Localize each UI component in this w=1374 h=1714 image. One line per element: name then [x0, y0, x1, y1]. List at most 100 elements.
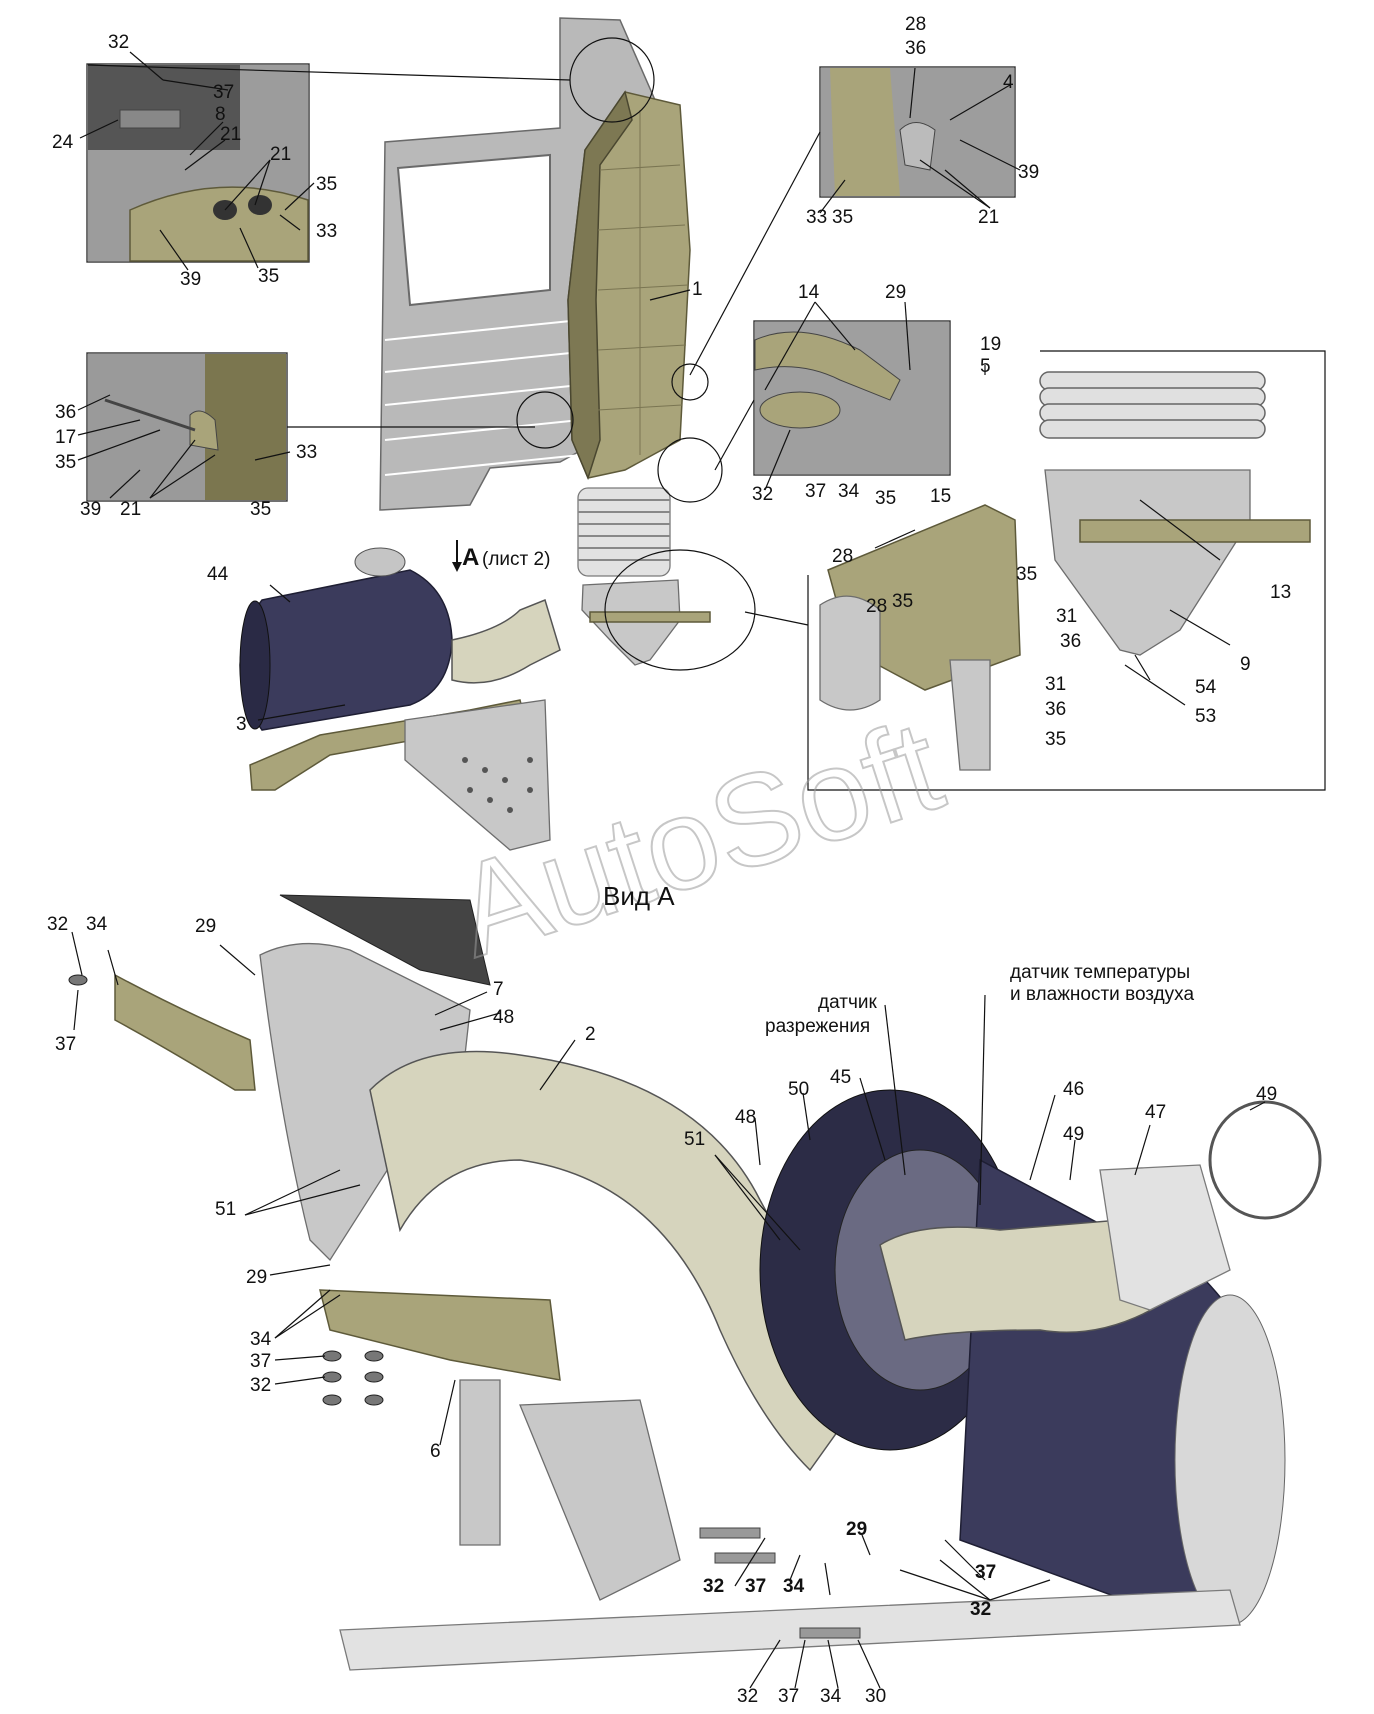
callout: 35 [250, 499, 271, 520]
callout: 13 [1270, 582, 1291, 603]
callout: 37 [975, 1562, 996, 1583]
callout: 28 [905, 14, 926, 35]
callout: 36 [1045, 699, 1066, 720]
callout: 35 [258, 266, 279, 287]
callout: 35 [1016, 564, 1037, 585]
callout: 51 [684, 1129, 705, 1150]
view-a-assembly [68, 894, 1322, 1671]
callout: 28 [832, 546, 853, 567]
callout: 14 [798, 282, 820, 303]
callout: 35 [1045, 729, 1066, 750]
callout: 37 [250, 1351, 271, 1372]
callout: 37 [805, 481, 826, 502]
callout: 21 [120, 499, 141, 520]
callout: 37 [55, 1034, 76, 1055]
callout: 29 [885, 282, 906, 303]
callout: 45 [830, 1067, 851, 1088]
callout: 32 [250, 1375, 271, 1396]
callout: 6 [430, 1441, 441, 1462]
callout: 33 [316, 221, 337, 242]
inset-clamp [714, 320, 951, 476]
callout: 5 [980, 356, 991, 377]
callout: 49 [1063, 1124, 1084, 1145]
callout: 32 [737, 1686, 758, 1707]
callout: 49 [1256, 1084, 1277, 1105]
callout: 54 [1195, 677, 1217, 698]
callout: 44 [207, 564, 229, 585]
view-a-title: Вид А [603, 881, 675, 911]
callout: 4 [1003, 72, 1014, 93]
callout: 21 [270, 144, 291, 165]
callout: 31 [1045, 674, 1066, 695]
inset-top-right [689, 66, 1016, 376]
callout: 3 [236, 714, 247, 735]
callout: 29 [846, 1519, 867, 1540]
callout: 1 [692, 279, 703, 300]
callout: 39 [80, 499, 101, 520]
callout: 33 [806, 207, 827, 228]
vacuum-sensor-label-1: датчик [818, 992, 877, 1013]
callout: 32 [47, 914, 68, 935]
callout: 50 [788, 1079, 809, 1100]
callout: 31 [1056, 606, 1077, 627]
callout: 37 [745, 1576, 766, 1597]
callout: 36 [1060, 631, 1081, 652]
callout: 36 [55, 402, 76, 423]
callout: 32 [752, 484, 773, 505]
callout: 39 [1018, 162, 1039, 183]
callout: 37 [778, 1686, 799, 1707]
dust-hopper [581, 579, 711, 666]
callout: 30 [865, 1686, 886, 1707]
callout: 9 [1240, 654, 1251, 675]
section-arrow-note: (лист 2) [482, 549, 550, 570]
callout: 32 [970, 1599, 991, 1620]
labels: 32 37 8 24 21 21 35 33 39 35 36 17 35 39… [47, 14, 1291, 1707]
callout: 32 [108, 32, 129, 53]
temp-sensor-label-1: датчик температуры [1010, 962, 1190, 983]
callout: 47 [1145, 1102, 1166, 1123]
callout: 21 [220, 124, 241, 145]
section-arrow: А (лист 2) [452, 540, 550, 572]
callout: 35 [316, 174, 337, 195]
callout: 17 [55, 427, 76, 448]
callout: 35 [55, 452, 76, 473]
vacuum-sensor-label-2: разрежения [765, 1016, 870, 1037]
callout: 48 [493, 1007, 514, 1028]
callout: 34 [86, 914, 108, 935]
callout: 37 [213, 82, 234, 103]
leader-lines [71, 51, 1266, 1689]
callout: 29 [195, 916, 216, 937]
callout: 35 [892, 591, 913, 612]
bellows-hose [577, 487, 671, 577]
temp-sensor-label-2: и влажности воздуха [1010, 984, 1194, 1005]
callout: 15 [930, 486, 951, 507]
callout: 29 [246, 1267, 267, 1288]
callout: 34 [820, 1686, 842, 1707]
callout: 24 [52, 132, 74, 153]
callout: 34 [250, 1329, 272, 1350]
callout: 39 [180, 269, 201, 290]
callout: 32 [703, 1576, 724, 1597]
section-arrow-letter: А [462, 544, 479, 571]
callout: 35 [832, 207, 853, 228]
callout: 51 [215, 1199, 236, 1220]
callout: 34 [783, 1576, 805, 1597]
callout: 7 [493, 979, 504, 1000]
callout: 46 [1063, 1079, 1084, 1100]
frame-bracket [249, 699, 551, 851]
inset-top-left [86, 63, 571, 263]
callout: 8 [215, 104, 226, 125]
callout: 36 [905, 38, 926, 59]
callout: 53 [1195, 706, 1216, 727]
callout: 21 [978, 207, 999, 228]
air-intake-duct [567, 90, 691, 481]
inset-hopper [744, 350, 1326, 791]
callout: 33 [296, 442, 317, 463]
callout: 35 [875, 488, 896, 509]
callout: 34 [838, 481, 860, 502]
inset-mid-left [86, 352, 535, 502]
callout: 48 [735, 1107, 756, 1128]
air-cleaner-body [239, 547, 561, 731]
